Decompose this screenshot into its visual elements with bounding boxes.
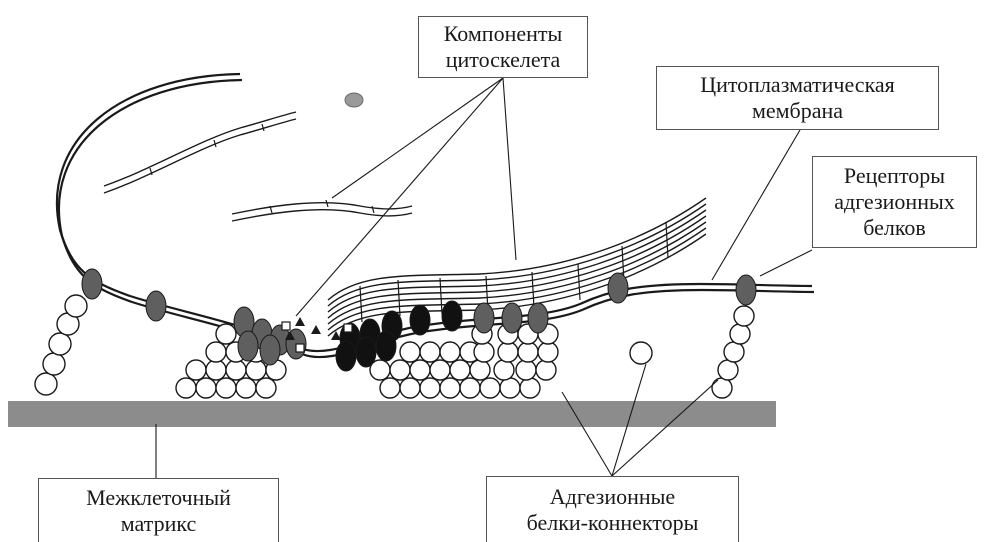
filament-crosslink <box>532 272 534 308</box>
label-membrane-text: Цитоплазматическая мембрана <box>700 72 895 124</box>
connector-protein <box>226 360 246 380</box>
leader-receptors <box>760 250 812 276</box>
connector-protein <box>500 378 520 398</box>
connector-protein <box>538 342 558 362</box>
connector-protein <box>35 373 57 395</box>
connector-protein <box>43 353 65 375</box>
intercellular-matrix-bar <box>8 401 776 427</box>
adapter-protein-square <box>296 344 304 352</box>
connector-protein <box>516 360 536 380</box>
filament-crosslink <box>398 280 400 316</box>
leader-cytoskeleton-3 <box>503 78 516 260</box>
filament-strand <box>232 210 412 221</box>
connector-protein <box>724 342 744 362</box>
connector-protein <box>730 324 750 344</box>
adhesion-receptor <box>474 303 494 333</box>
connector-column-left <box>35 295 87 395</box>
connector-protein <box>216 378 236 398</box>
label-adhesion-receptors: Рецепторы адгезионных белков <box>812 156 977 248</box>
connector-protein <box>49 333 71 355</box>
connector-protein <box>718 360 738 380</box>
filament-strand <box>104 112 296 186</box>
connector-protein <box>236 378 256 398</box>
connector-protein <box>256 378 276 398</box>
connector-protein <box>498 342 518 362</box>
filament-crosslink <box>372 206 374 213</box>
leader-membrane <box>712 130 800 280</box>
label-matrix-text: Межклеточный матрикс <box>86 485 231 537</box>
adapter-protein-square <box>282 322 290 330</box>
connector-protein <box>440 378 460 398</box>
adhesion-receptor <box>376 331 396 361</box>
connector-protein <box>196 378 216 398</box>
connector-protein <box>390 360 410 380</box>
label-cytoplasmic-membrane: Цитоплазматическая мембрана <box>656 66 939 130</box>
adhesion-receptor <box>608 273 628 303</box>
free-connector-protein <box>630 342 652 364</box>
filament-crosslink <box>440 278 442 314</box>
connector-protein <box>474 342 494 362</box>
connector-column-right <box>712 306 754 398</box>
connector-protein <box>734 306 754 326</box>
filament-crosslink <box>360 286 362 322</box>
adhesion-receptor <box>736 275 756 305</box>
connector-protein <box>176 378 196 398</box>
connector-protein <box>470 360 490 380</box>
label-adhesion-connector-proteins: Адгезионные белки-коннекторы <box>486 476 739 542</box>
connector-protein <box>450 360 470 380</box>
cytoskeleton-filament-middle <box>232 200 412 221</box>
vesicle-blob <box>345 93 363 107</box>
leader-connectors-3 <box>612 380 718 476</box>
connector-protein <box>400 342 420 362</box>
connector-protein <box>520 378 540 398</box>
adhesion-receptor <box>82 269 102 299</box>
cytoskeleton-filament-short <box>104 112 296 193</box>
connector-protein <box>206 342 226 362</box>
connector-protein <box>410 360 430 380</box>
connector-protein <box>216 324 236 344</box>
adhesion-receptor <box>146 291 166 321</box>
connector-protein <box>400 378 420 398</box>
adhesion-receptor <box>260 335 280 365</box>
filament-strand <box>104 119 296 193</box>
connector-protein <box>460 378 480 398</box>
adhesion-receptor <box>410 305 430 335</box>
filament-strand <box>232 203 412 214</box>
connector-protein <box>420 378 440 398</box>
adhesion-receptor <box>336 341 356 371</box>
connector-protein <box>494 360 514 380</box>
connector-protein <box>440 342 460 362</box>
adhesion-receptor <box>502 303 522 333</box>
adhesion-receptor <box>528 303 548 333</box>
label-cytoskeleton-components: Компоненты цитоскелета <box>418 16 588 78</box>
adapter-protein-triangle <box>311 325 321 334</box>
connector-protein <box>518 342 538 362</box>
connector-protein <box>630 342 652 364</box>
adapter-protein-square <box>344 324 352 332</box>
label-intercellular-matrix: Межклеточный матрикс <box>38 478 279 542</box>
adhesion-receptor <box>238 331 258 361</box>
adhesion-receptor <box>442 301 462 331</box>
connector-protein <box>480 378 500 398</box>
adapter-protein-triangle <box>295 317 305 326</box>
connector-protein <box>536 360 556 380</box>
connector-protein <box>186 360 206 380</box>
connector-protein <box>430 360 450 380</box>
label-connectors-text: Адгезионные белки-коннекторы <box>527 484 699 536</box>
connector-protein <box>380 378 400 398</box>
adhesion-receptor <box>356 337 376 367</box>
connector-protein <box>65 295 87 317</box>
label-cytoskeleton-text: Компоненты цитоскелета <box>444 21 563 73</box>
connector-protein <box>206 360 226 380</box>
connector-protein <box>712 378 732 398</box>
connector-protein <box>420 342 440 362</box>
connector-protein <box>246 360 266 380</box>
label-receptors-text: Рецепторы адгезионных белков <box>834 163 955 241</box>
